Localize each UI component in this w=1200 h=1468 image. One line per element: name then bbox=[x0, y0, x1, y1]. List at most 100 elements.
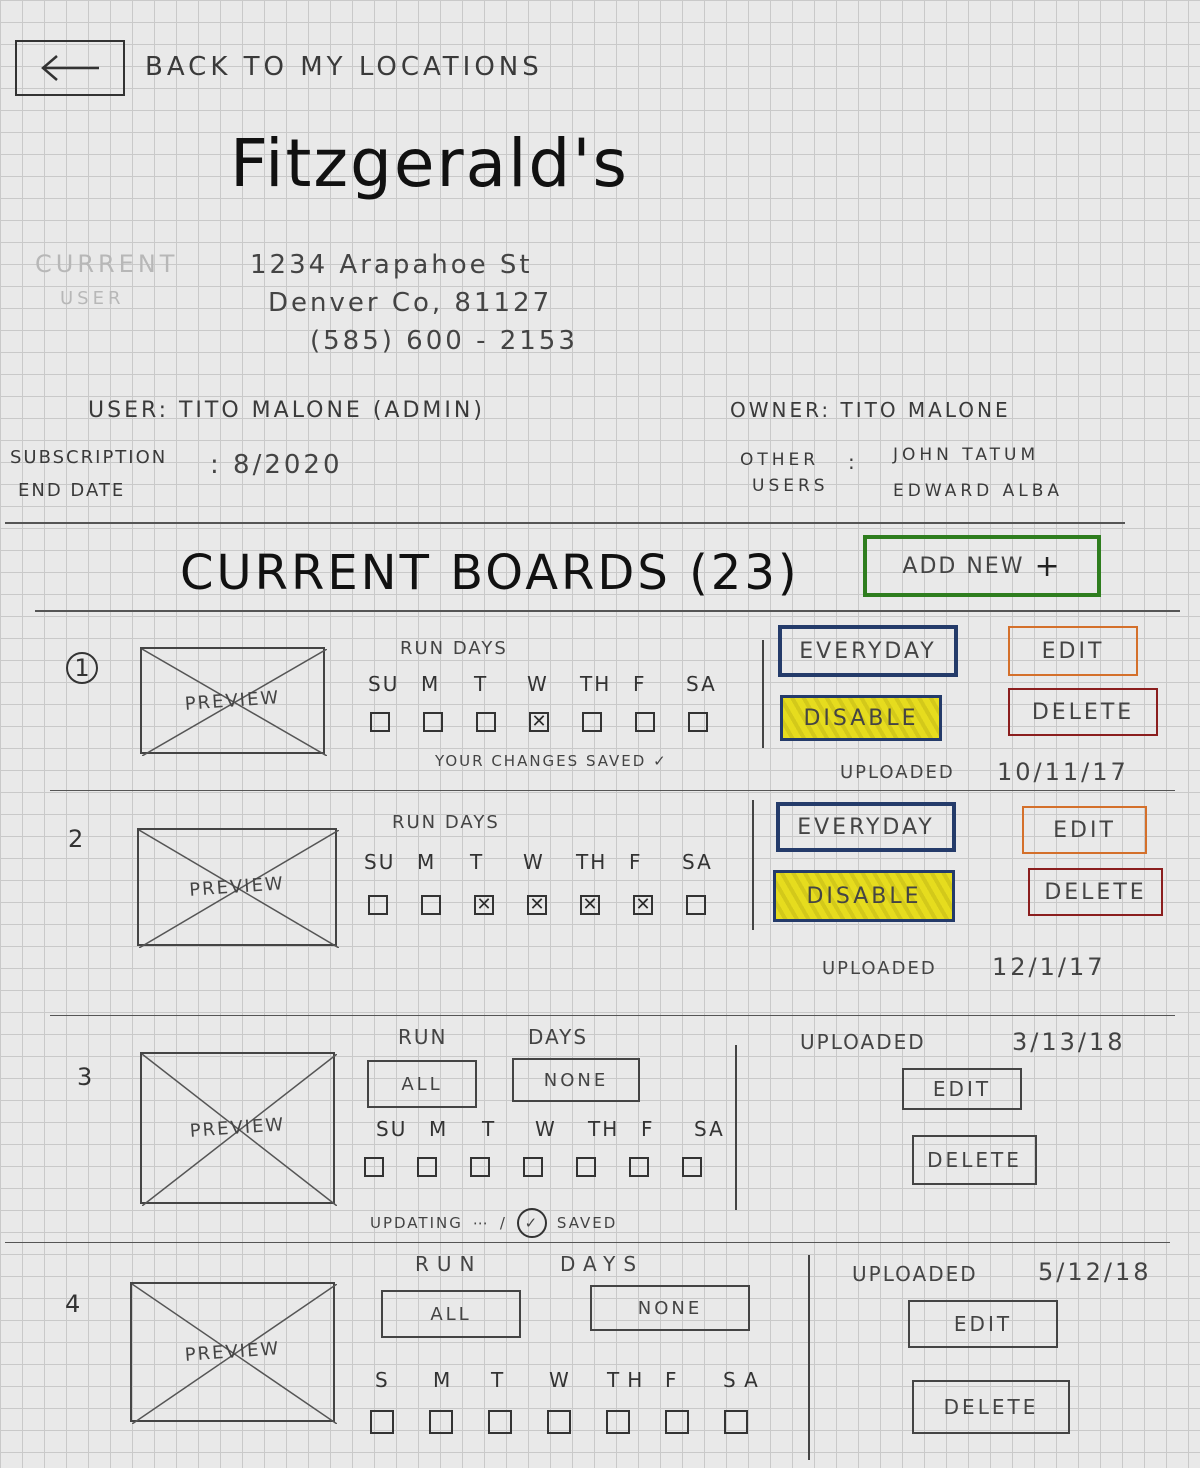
updating-text: Updating bbox=[370, 1214, 463, 1232]
day-checkboxes bbox=[370, 1410, 783, 1434]
back-to-locations-link[interactable]: Back to my locations bbox=[145, 52, 543, 82]
day-checkbox[interactable] bbox=[423, 712, 443, 732]
edit-button[interactable]: Edit bbox=[1008, 626, 1138, 676]
day-checkbox[interactable]: ✕ bbox=[527, 895, 547, 915]
day-checkbox[interactable]: ✕ bbox=[529, 712, 549, 732]
day-checkbox[interactable] bbox=[686, 895, 706, 915]
separator: / bbox=[499, 1214, 507, 1232]
uploaded-date: 3/13/18 bbox=[1012, 1028, 1126, 1056]
day-checkboxes: ✕ bbox=[370, 712, 741, 732]
column-divider bbox=[808, 1255, 810, 1460]
day-label: F bbox=[641, 1117, 655, 1141]
day-label: Su bbox=[376, 1117, 408, 1141]
day-checkboxes bbox=[364, 1157, 735, 1177]
day-checkbox[interactable] bbox=[429, 1410, 453, 1434]
add-new-button[interactable]: Add New + bbox=[863, 535, 1101, 597]
day-checkbox[interactable] bbox=[488, 1410, 512, 1434]
day-checkbox[interactable] bbox=[635, 712, 655, 732]
phone-number: (585) 600 - 2153 bbox=[310, 326, 578, 356]
faint-label: User bbox=[60, 288, 125, 309]
subscription-label: End Date bbox=[18, 480, 126, 501]
day-checkbox[interactable] bbox=[364, 1157, 384, 1177]
delete-button[interactable]: Delete bbox=[912, 1380, 1070, 1434]
select-none-button[interactable]: None bbox=[590, 1285, 750, 1331]
column-divider bbox=[752, 800, 754, 930]
save-status: Your changes saved ✓ bbox=[435, 752, 668, 770]
day-checkbox[interactable] bbox=[724, 1410, 748, 1434]
subscription-end-date: : 8/2020 bbox=[210, 450, 343, 480]
everyday-button[interactable]: Everyday bbox=[776, 802, 956, 852]
day-checkbox[interactable] bbox=[476, 712, 496, 732]
disable-button[interactable]: Disable bbox=[773, 870, 955, 922]
day-label: T bbox=[491, 1368, 512, 1392]
disable-button[interactable]: Disable bbox=[780, 695, 942, 741]
day-label: Sa bbox=[694, 1117, 725, 1141]
column-divider bbox=[762, 640, 764, 748]
day-label: M bbox=[429, 1117, 449, 1141]
column-divider bbox=[735, 1045, 737, 1210]
day-checkbox[interactable] bbox=[470, 1157, 490, 1177]
other-user: Edward Alba bbox=[893, 481, 1064, 501]
select-all-button[interactable]: All bbox=[367, 1060, 477, 1108]
day-checkbox[interactable]: ✕ bbox=[580, 895, 600, 915]
day-checkbox[interactable] bbox=[629, 1157, 649, 1177]
section-divider bbox=[35, 610, 1180, 612]
board-preview[interactable]: Preview bbox=[140, 1052, 337, 1206]
delete-button[interactable]: Delete bbox=[1008, 688, 1158, 736]
day-checkbox[interactable] bbox=[523, 1157, 543, 1177]
other-users-label: Users bbox=[752, 476, 829, 496]
day-label: Su bbox=[364, 850, 396, 874]
day-labels: SuMTWThFSa bbox=[376, 1117, 747, 1141]
board-preview[interactable]: Preview bbox=[140, 647, 327, 756]
day-checkbox[interactable] bbox=[606, 1410, 630, 1434]
everyday-button[interactable]: Everyday bbox=[778, 625, 958, 677]
day-checkbox[interactable] bbox=[582, 712, 602, 732]
loading-icon: ⋯ bbox=[472, 1214, 490, 1232]
board-preview[interactable]: Preview bbox=[130, 1282, 337, 1424]
day-label: W bbox=[549, 1368, 577, 1392]
back-button[interactable] bbox=[15, 40, 125, 96]
day-checkbox[interactable] bbox=[421, 895, 441, 915]
days-label: Days bbox=[528, 1025, 589, 1049]
day-label: Sa bbox=[682, 850, 713, 874]
row-divider bbox=[50, 1015, 1175, 1016]
page-title: Fitzgerald's bbox=[230, 125, 629, 202]
edit-button[interactable]: Edit bbox=[908, 1300, 1058, 1348]
day-label: T bbox=[470, 850, 485, 874]
delete-button[interactable]: Delete bbox=[912, 1135, 1037, 1185]
section-divider bbox=[5, 522, 1125, 524]
day-label: M bbox=[421, 672, 441, 696]
select-none-button[interactable]: None bbox=[512, 1058, 640, 1102]
day-checkbox[interactable] bbox=[368, 895, 388, 915]
day-label: F bbox=[665, 1368, 685, 1392]
address-line-1: 1234 Arapahoe St bbox=[250, 250, 533, 280]
uploaded-date: 5/12/18 bbox=[1038, 1258, 1152, 1286]
day-checkbox[interactable]: ✕ bbox=[474, 895, 494, 915]
day-checkbox[interactable] bbox=[417, 1157, 437, 1177]
day-label: Th bbox=[580, 672, 612, 696]
board-number: 4 bbox=[65, 1290, 81, 1318]
save-status: Updating ⋯ / ✓ Saved bbox=[370, 1208, 617, 1238]
plus-icon: + bbox=[1034, 548, 1062, 584]
day-checkbox[interactable] bbox=[370, 1410, 394, 1434]
day-checkbox[interactable] bbox=[370, 712, 390, 732]
day-label: M bbox=[417, 850, 437, 874]
select-all-button[interactable]: All bbox=[381, 1290, 521, 1338]
day-checkbox[interactable]: ✕ bbox=[633, 895, 653, 915]
day-label: Sa bbox=[723, 1368, 766, 1392]
edit-button[interactable]: Edit bbox=[902, 1068, 1022, 1110]
day-checkbox[interactable] bbox=[665, 1410, 689, 1434]
day-checkbox[interactable] bbox=[547, 1410, 571, 1434]
day-checkbox[interactable] bbox=[688, 712, 708, 732]
board-preview[interactable]: Preview bbox=[137, 828, 339, 948]
day-checkbox[interactable] bbox=[576, 1157, 596, 1177]
delete-button[interactable]: Delete bbox=[1028, 868, 1163, 916]
edit-button[interactable]: Edit bbox=[1022, 806, 1147, 854]
day-labels: SuMTWThFSa bbox=[364, 850, 735, 874]
day-checkbox[interactable] bbox=[682, 1157, 702, 1177]
days-label: Days bbox=[560, 1252, 645, 1276]
board-number: 1 bbox=[66, 652, 98, 684]
day-label: Su bbox=[368, 672, 400, 696]
user-info: User: Tito Malone (Admin) bbox=[88, 398, 485, 423]
uploaded-date: 12/1/17 bbox=[992, 953, 1106, 981]
